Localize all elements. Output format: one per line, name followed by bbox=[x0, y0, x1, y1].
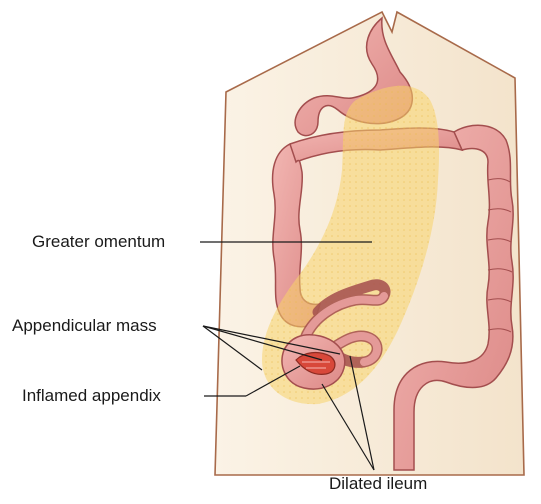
label-greater-omentum: Greater omentum bbox=[32, 232, 165, 252]
label-inflamed-appendix: Inflamed appendix bbox=[22, 386, 161, 406]
label-appendicular-mass: Appendicular mass bbox=[12, 316, 157, 336]
label-dilated-ileum: Dilated ileum bbox=[329, 474, 427, 494]
